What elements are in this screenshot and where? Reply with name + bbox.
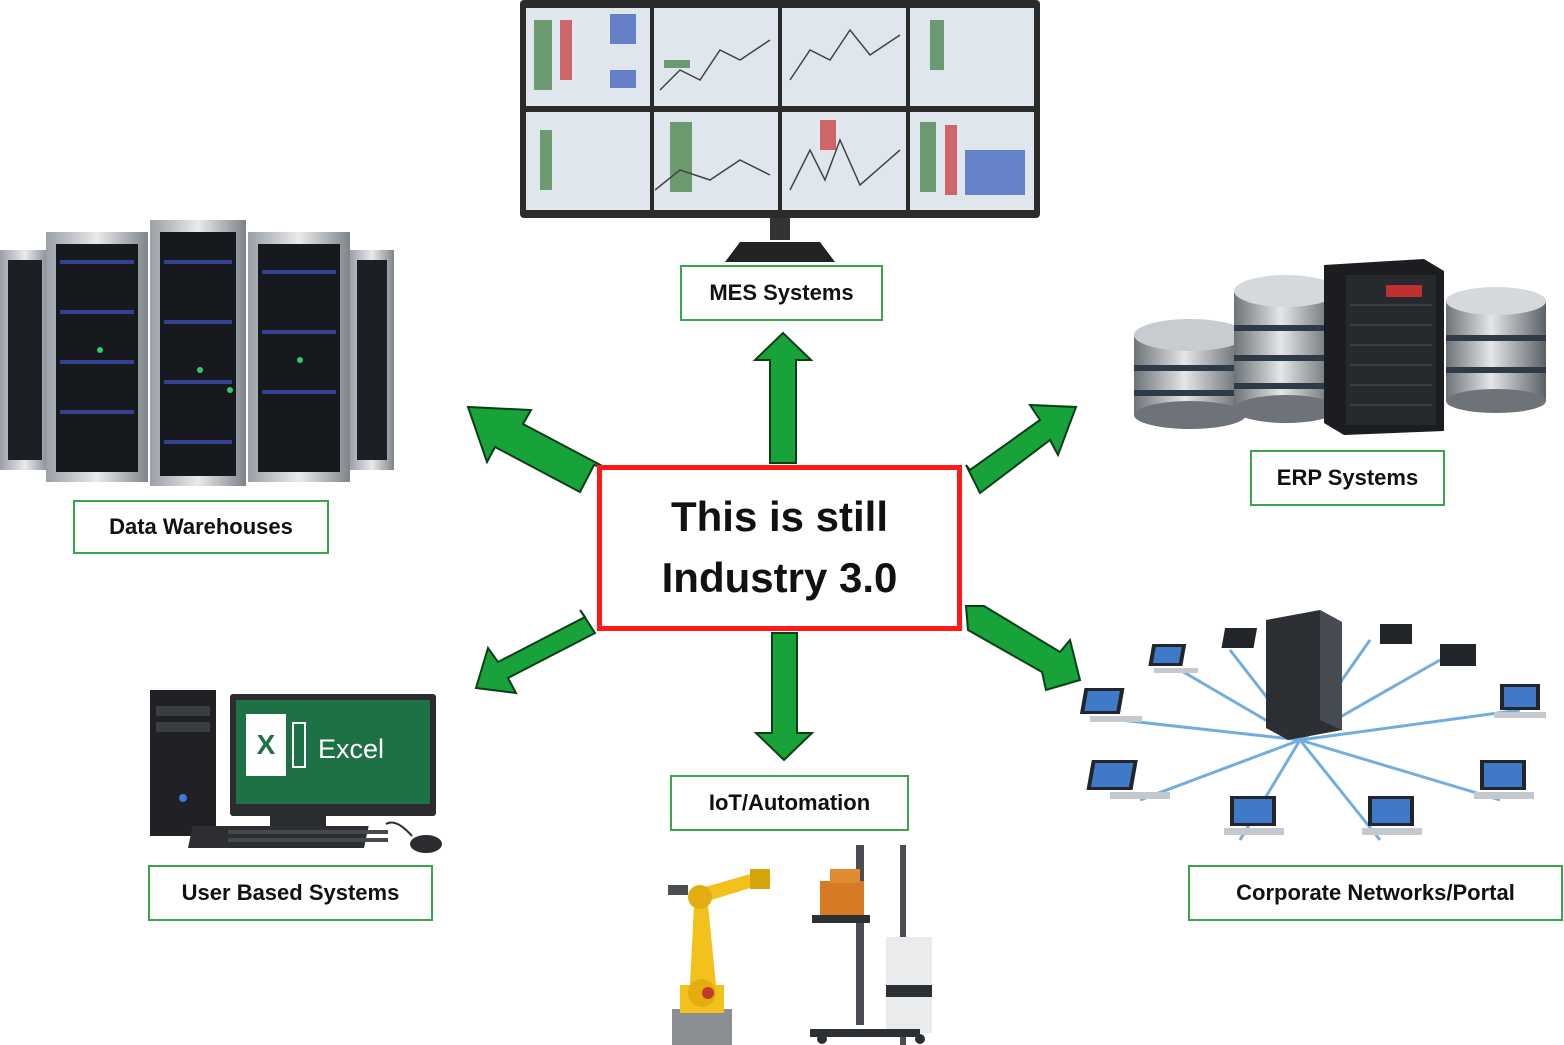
arrow-to-corporate	[964, 605, 1082, 692]
erp-label: ERP Systems	[1250, 450, 1445, 506]
arrow-to-user-based	[474, 609, 597, 695]
iot-label: IoT/Automation	[670, 775, 909, 831]
network-icon	[1080, 610, 1546, 841]
arrow-to-iot	[753, 632, 815, 762]
db-cylinder-left	[1134, 319, 1246, 429]
user-based-label: User Based Systems	[148, 865, 433, 921]
center-line-1: This is still	[670, 493, 889, 541]
arrow-to-erp	[965, 403, 1078, 495]
mes-label: MES Systems	[680, 265, 883, 321]
database-server-icon	[1134, 259, 1546, 435]
desktop-computer-icon	[150, 690, 442, 853]
center-statement-box: This is still Industry 3.0	[597, 465, 962, 631]
multi-monitor-icon	[520, 0, 1040, 262]
spreadsheet-grid-icon	[292, 722, 306, 768]
server-tower	[1324, 259, 1444, 435]
db-cylinder-middle	[1234, 275, 1338, 423]
central-server	[1266, 610, 1342, 740]
arrow-to-data-warehouses	[466, 405, 609, 494]
excel-badge: X	[256, 729, 276, 760]
corporate-label: Corporate Networks/Portal	[1188, 865, 1563, 921]
arrow-to-mes	[752, 331, 814, 464]
excel-logo: X	[246, 714, 286, 776]
server-rack-icon	[0, 220, 394, 486]
center-line-2: Industry 3.0	[661, 554, 898, 601]
data-warehouses-label: Data Warehouses	[73, 500, 329, 554]
robot-arm-icon	[668, 845, 932, 1045]
excel-text: Excel	[318, 734, 385, 764]
db-cylinder-right	[1446, 287, 1546, 413]
